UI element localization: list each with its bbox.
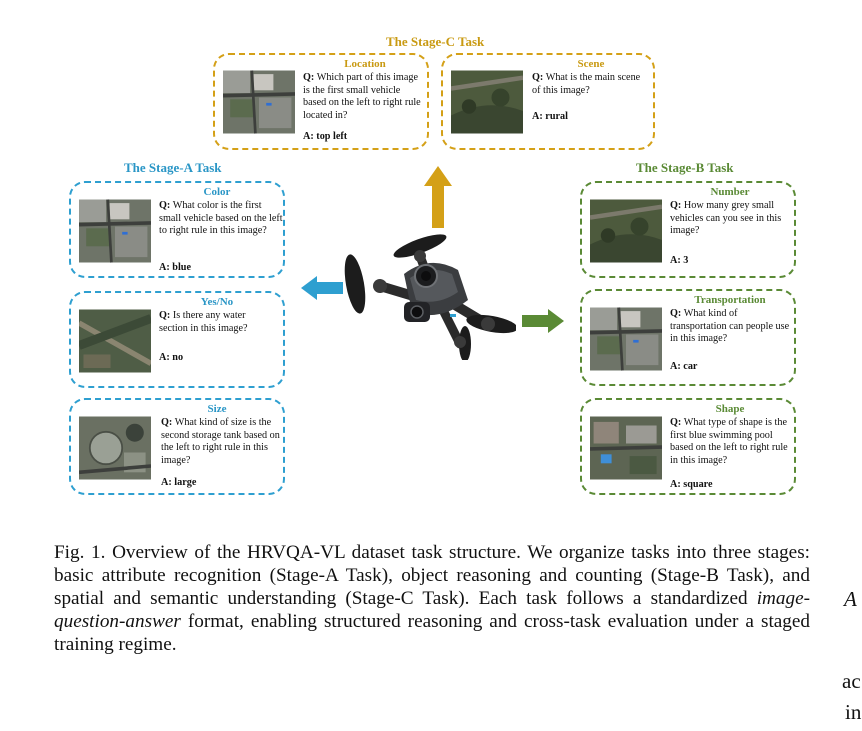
q-prefix: Q:: [303, 72, 315, 83]
card-size: Size Q: What kind of size is the second …: [69, 398, 285, 495]
up-arrow-icon: [424, 166, 452, 228]
size-question: Q: What kind of size is the second stora…: [161, 417, 280, 466]
card-shape: Shape Q: What type of shape is the first…: [580, 398, 796, 495]
scene-card-title: Scene: [577, 58, 605, 70]
number-aerial-image: [590, 194, 662, 268]
location-answer: A: top left: [303, 131, 348, 142]
drone-image: [344, 234, 516, 360]
color-aerial-image: [79, 194, 151, 268]
figure-caption: Fig. 1. Overview of the HRVQA-VL dataset…: [54, 541, 810, 656]
stage-c-title: The Stage-C Task: [386, 34, 485, 49]
number-answer: A: 3: [670, 255, 689, 266]
card-color: Color Q: What color is the first small v…: [69, 181, 285, 278]
location-card-title: Location: [344, 58, 386, 70]
card-number: Number Q: How many grey small vehicles c…: [580, 181, 796, 278]
transportation-aerial-image: [590, 302, 662, 376]
number-question: Q: How many grey small vehicles can you …: [670, 200, 782, 237]
yes-no-question: Q: Is there any water section in this im…: [159, 310, 248, 334]
left-arrow-icon: [301, 276, 343, 300]
caption-italic: image-question-answer: [54, 588, 810, 632]
question-text: Which part of this image is the first sm…: [303, 72, 421, 121]
color-answer: A: blue: [159, 262, 191, 273]
transportation-question: Q: What kind of transportation can peopl…: [670, 308, 790, 345]
yes-no-aerial-image: [79, 304, 151, 378]
scene-aerial-image: [451, 66, 523, 138]
right-arrow-icon: [522, 309, 564, 333]
card-scene: Scene Q: What is the main scene of this …: [441, 53, 655, 150]
shape-card-title: Shape: [715, 403, 745, 415]
yes-no-card-title: Yes/No: [200, 296, 234, 308]
caption-text-end: format, enabling structured reasoning an…: [54, 611, 810, 655]
color-card-title: Color: [203, 186, 231, 198]
caption-label: Fig. 1.: [54, 542, 106, 563]
shape-aerial-image: [590, 411, 662, 485]
location-aerial-image: [223, 66, 295, 138]
side-fragment-3: in: [845, 700, 862, 724]
size-answer: A: large: [161, 477, 197, 488]
stage-a-title: The Stage-A Task: [124, 160, 222, 175]
caption-text: Overview of the HRVQA-VL dataset task st…: [54, 542, 810, 609]
card-transportation: Transportation Q: What kind of transport…: [580, 289, 796, 386]
color-question: Q: What color is the first small vehicle…: [159, 200, 283, 237]
stage-b-title: The Stage-B Task: [636, 160, 734, 175]
transportation-card-title: Transportation: [694, 294, 766, 306]
side-fragment-1: A: [844, 587, 857, 611]
shape-question: Q: What type of shape is the first blue …: [670, 417, 788, 466]
transportation-answer: A: car: [670, 361, 698, 372]
side-fragment-2: ac: [842, 669, 861, 693]
number-card-title: Number: [710, 186, 750, 198]
scene-answer: A: rural: [532, 111, 568, 122]
size-aerial-image: [79, 411, 151, 485]
shape-answer: A: square: [670, 479, 713, 490]
location-question: Q: Which part of this image is the first…: [303, 72, 425, 122]
size-card-title: Size: [207, 403, 227, 415]
card-location: Location Q: Which part of this image is …: [213, 53, 429, 150]
card-yes-no: Yes/No Q: Is there any water section in …: [69, 291, 285, 388]
scene-question: Q: What is the main scene of this image?: [532, 72, 641, 96]
yes-no-answer: A: no: [159, 352, 184, 363]
